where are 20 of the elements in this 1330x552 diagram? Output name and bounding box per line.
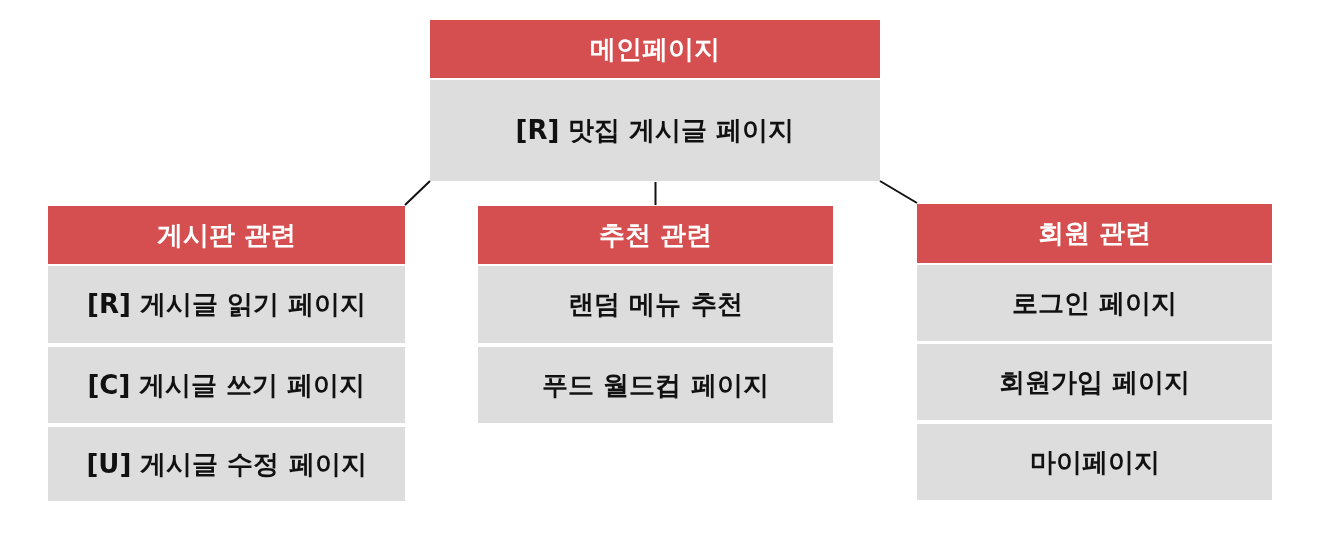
menu-group-card [478,206,833,423]
group-header: 회원 관련 [917,204,1272,263]
page-item: [R] 게시글 읽기 페이지 [48,266,405,343]
connector-line [879,180,918,204]
page-item: 랜덤 메뉴 추천 [478,266,833,343]
page-item: 회원가입 페이지 [917,344,1272,420]
page-item: [C] 게시글 쓰기 페이지 [48,347,405,423]
group-header: 게시판 관련 [48,206,405,264]
page-item: 푸드 월드컵 페이지 [478,347,833,423]
connector-line [654,181,657,206]
connector-line [404,180,431,206]
menu-group-card [430,20,880,181]
page-item: 마이페이지 [917,424,1272,500]
menu-group-card [917,204,1272,500]
page-item: [U] 게시글 수정 페이지 [48,427,405,501]
page-item: 로그인 페이지 [917,265,1272,341]
group-header: 추천 관련 [478,206,833,264]
group-header: 메인페이지 [430,20,880,78]
page-item: [R] 맛집 게시글 페이지 [430,80,880,181]
menu-group-card [48,206,405,501]
